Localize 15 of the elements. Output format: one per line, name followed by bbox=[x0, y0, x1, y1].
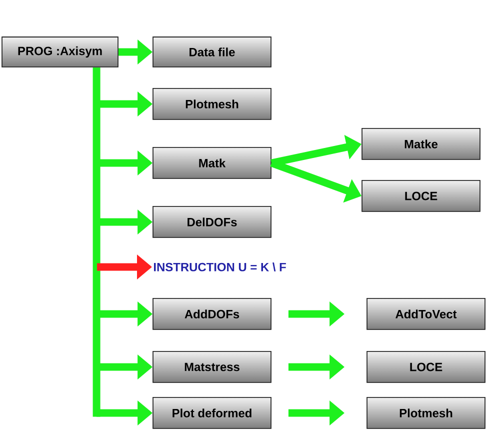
process-box: LOCE bbox=[366, 351, 486, 383]
process-box: AddToVect bbox=[366, 298, 486, 330]
process-box: Matke bbox=[362, 128, 480, 160]
process-box: DelDOFs bbox=[152, 206, 272, 238]
process-box: Plotmesh bbox=[366, 397, 486, 429]
process-box: Plot deformed bbox=[152, 397, 272, 429]
process-box: Plotmesh bbox=[152, 88, 272, 120]
process-box: Matk bbox=[152, 147, 272, 179]
instruction-text: INSTRUCTION U = K \ F bbox=[154, 262, 286, 272]
process-box: PROG :Axisym bbox=[2, 36, 118, 68]
process-box: AddDOFs bbox=[152, 298, 272, 330]
process-box: LOCE bbox=[362, 180, 480, 212]
connector-trunk bbox=[92, 67, 100, 417]
process-box: Matstress bbox=[152, 351, 272, 383]
process-box: Data file bbox=[152, 36, 272, 68]
